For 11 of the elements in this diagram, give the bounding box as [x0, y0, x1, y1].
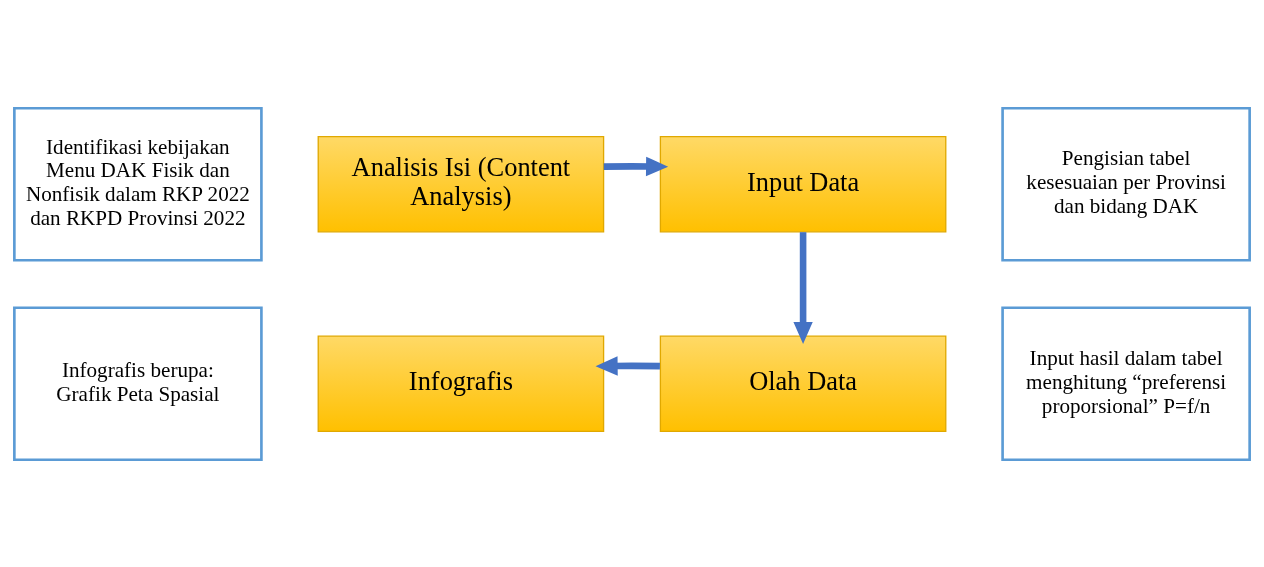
node-box: Infografis berupa: Grafik Peta Spasial: [13, 305, 263, 461]
arrow: [603, 156, 669, 176]
node-box: Infografis: [317, 335, 605, 432]
node-box: Input hasil dalam tabel menghitung “preferensi proporsional” P=f/n: [1001, 305, 1251, 461]
node-box: Pengisian tabel kesesuaian per Provinsi dan bidang DAK: [1001, 106, 1251, 262]
node-box: Olah Data: [659, 335, 947, 432]
node-box: Analisis Isi (Content Analysis): [317, 135, 605, 232]
node-box: Input Data: [659, 135, 947, 232]
arrow: [595, 355, 660, 376]
arrow: [793, 231, 813, 344]
node-box: Identifikasi kebijakan Menu DAK Fisik dan Nonfisik dalam RKP 2022 dan RKPD Provinsi 2022: [13, 106, 263, 262]
